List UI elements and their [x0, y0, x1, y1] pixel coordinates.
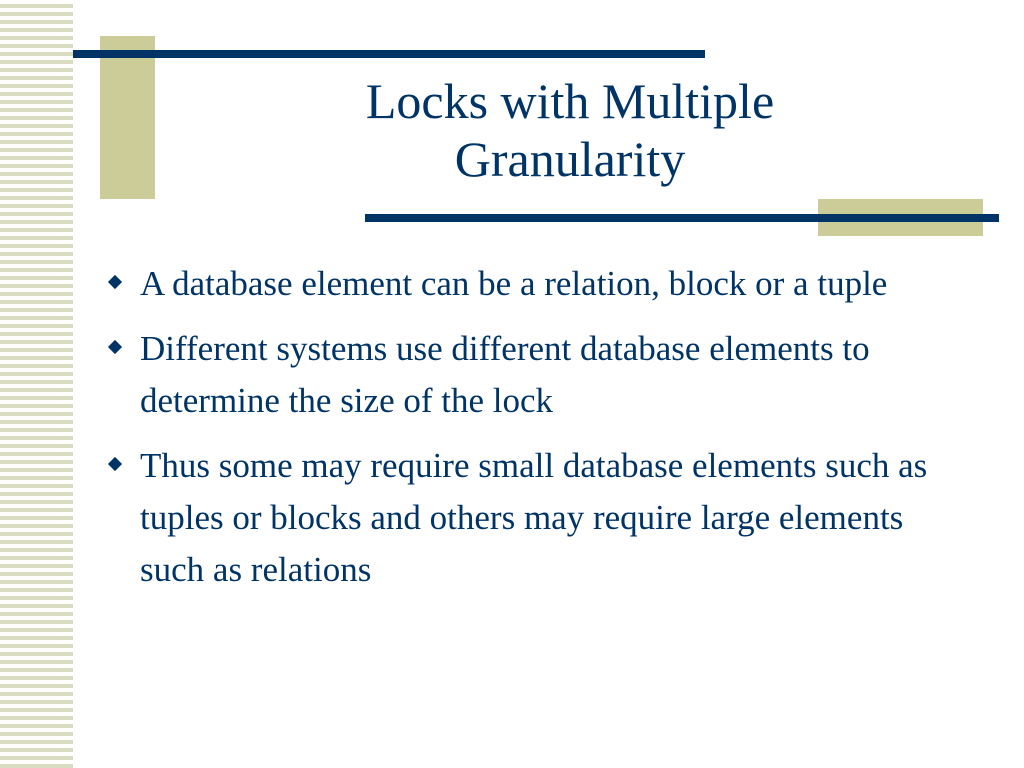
title-rule-top [73, 50, 705, 58]
title-rule-bottom [365, 214, 999, 222]
bullet-text: Different systems use different database… [140, 329, 870, 420]
bullet-item: A database element can be a relation, bl… [106, 258, 966, 310]
striped-side-band [0, 0, 73, 768]
diamond-bullet-icon [107, 339, 123, 355]
diamond-bullet-icon [107, 456, 123, 472]
slide-title-line-1: Locks with Multiple [365, 73, 775, 129]
bullet-list: A database element can be a relation, bl… [106, 258, 966, 609]
bullet-text: A database element can be a relation, bl… [140, 264, 888, 303]
slide-title-line-2: Granularity [454, 131, 686, 187]
slide-title: Locks with Multiple Granularity [160, 72, 980, 188]
decor-block-top-left [100, 36, 155, 199]
bullet-item: Thus some may require small database ele… [106, 440, 966, 596]
bullet-item: Different systems use different database… [106, 323, 966, 427]
diamond-bullet-icon [107, 274, 123, 290]
bullet-text: Thus some may require small database ele… [140, 446, 928, 589]
